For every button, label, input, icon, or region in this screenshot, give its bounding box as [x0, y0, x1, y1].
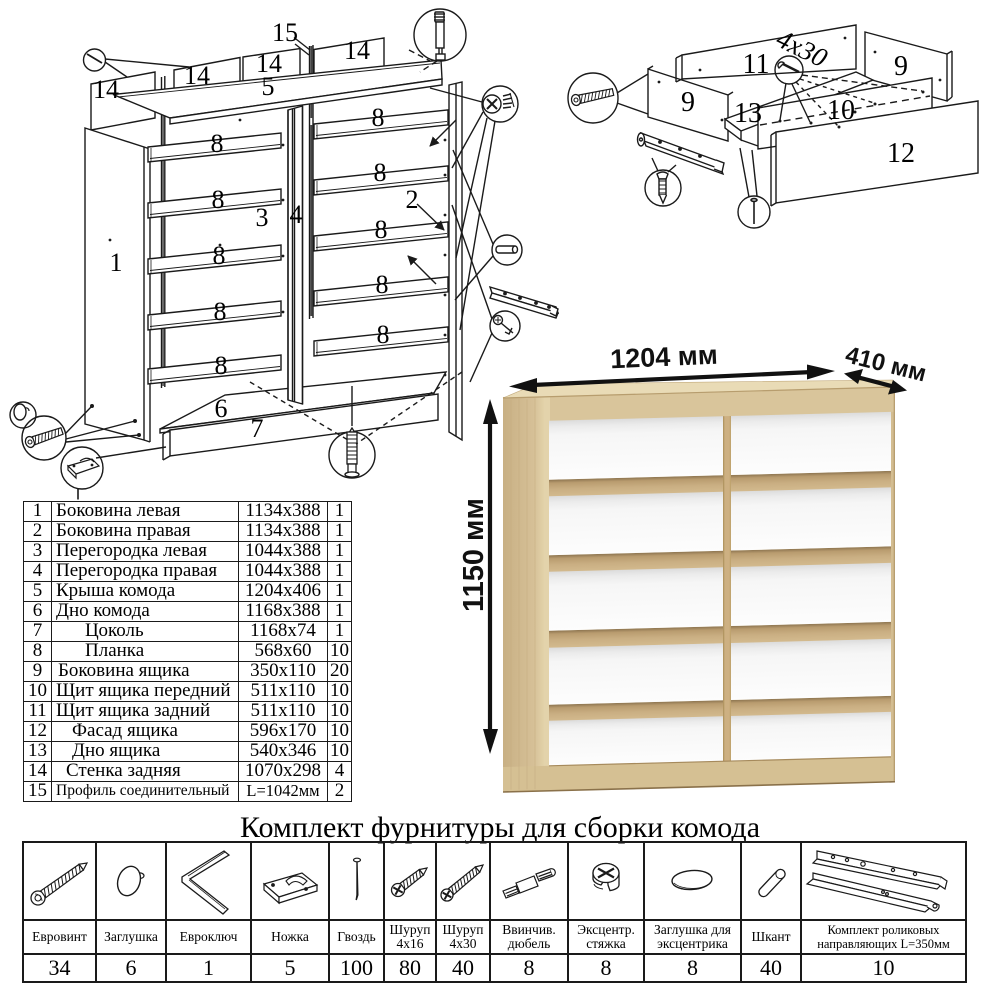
svg-text:8: 8: [214, 297, 227, 326]
svg-text:8: 8: [212, 185, 225, 214]
svg-text:5: 5: [262, 72, 275, 101]
svg-text:7: 7: [251, 414, 264, 443]
svg-text:8: 8: [377, 320, 390, 349]
svg-text:12: 12: [887, 138, 915, 169]
svg-text:3: 3: [256, 203, 269, 232]
svg-text:6: 6: [215, 394, 228, 423]
svg-text:10: 10: [827, 95, 855, 126]
svg-text:14: 14: [344, 36, 370, 65]
svg-text:2: 2: [406, 185, 419, 214]
svg-text:8: 8: [372, 103, 385, 132]
svg-text:14: 14: [93, 75, 119, 104]
svg-text:11: 11: [743, 49, 770, 80]
svg-text:8: 8: [374, 158, 387, 187]
svg-text:8: 8: [376, 270, 389, 299]
svg-text:14: 14: [256, 49, 282, 78]
svg-text:8: 8: [211, 129, 224, 158]
svg-text:8: 8: [213, 241, 226, 270]
svg-text:14: 14: [184, 61, 210, 90]
svg-text:1: 1: [110, 248, 123, 277]
svg-text:1150 мм: 1150 мм: [458, 498, 490, 612]
svg-text:9: 9: [681, 87, 695, 118]
svg-text:4: 4: [290, 200, 303, 229]
svg-text:13: 13: [734, 98, 762, 129]
svg-text:15: 15: [272, 18, 298, 47]
svg-text:8: 8: [215, 351, 228, 380]
svg-text:9: 9: [894, 51, 908, 82]
svg-text:1204 мм: 1204 мм: [610, 340, 719, 375]
svg-text:8: 8: [375, 215, 388, 244]
